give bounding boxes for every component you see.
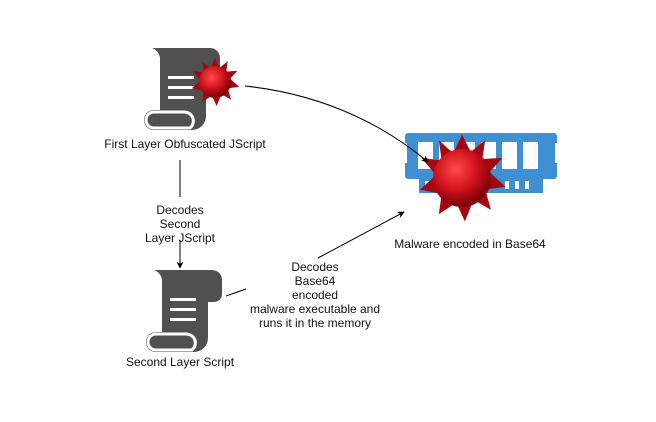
script-scroll-icon <box>144 268 224 354</box>
edge-label-decodes-second: Decodes Second Layer JScript <box>130 203 230 245</box>
edge-label-line: runs it in the memory <box>258 316 372 330</box>
edge-label-line: Base64 <box>294 274 336 288</box>
edge-second-to-malware-upper <box>317 211 405 259</box>
edge-first-to-malware <box>244 85 429 163</box>
edge-label-line: encoded <box>291 288 339 302</box>
second-layer-label: Second Layer Script <box>125 355 235 369</box>
edge-label-line: Layer JScript <box>144 231 216 245</box>
edge-label-line: malware executable and <box>249 302 381 316</box>
edge-label-line: Decodes <box>291 260 339 274</box>
edge-label-line: Second <box>159 217 201 231</box>
malware-label: Malware encoded in Base64 <box>394 237 546 251</box>
edge-second-to-malware-lower <box>225 288 247 297</box>
edge-label-line: Decodes <box>156 203 204 217</box>
first-layer-label: First Layer Obfuscated JScript <box>104 137 266 151</box>
second-layer-script-node[interactable] <box>144 268 224 354</box>
edge-label-decodes-base64: Decodes Base64 encoded malware executabl… <box>235 260 395 330</box>
